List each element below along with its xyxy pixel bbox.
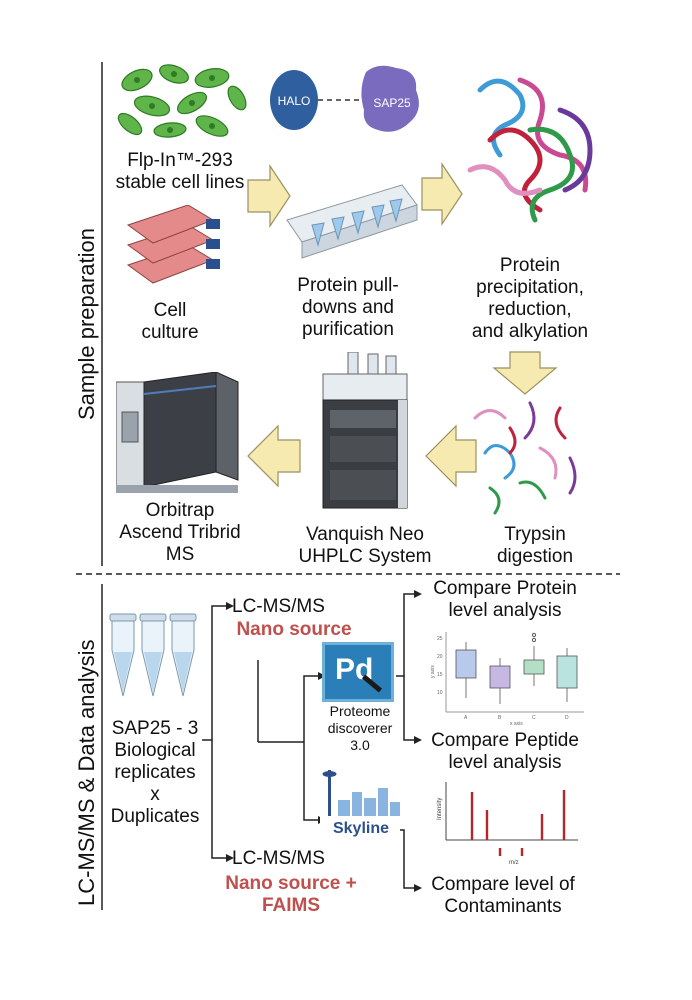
spectrum-ylabel: Intensity	[437, 798, 443, 820]
arrow-left-2	[247, 424, 301, 488]
sap25-label: SAP25	[373, 96, 411, 110]
halo-label: HALO	[277, 94, 311, 108]
box-ytick: 10	[437, 690, 443, 696]
spectrum-illustration: Intensity m/z	[437, 782, 578, 866]
arrow-down-1	[492, 351, 558, 395]
arrow-right-1	[247, 164, 291, 228]
orbitrap-icon	[116, 372, 239, 493]
box-ytick: 15	[437, 672, 443, 678]
skyline-logo	[320, 770, 400, 834]
boxplot-xlabel: x axis	[510, 721, 523, 727]
lcms-label-1: LC-MS/MS	[232, 596, 325, 617]
box-xtick: C	[532, 715, 536, 721]
halo-sap25-icon	[270, 65, 419, 132]
uhplc-icon	[322, 352, 408, 509]
nano-faims-label: Nano source +FAIMS	[225, 873, 357, 916]
proteome-discoverer-logo: Pd	[322, 642, 394, 702]
tube-rack-icon	[286, 184, 418, 259]
nano-source-label: Nano source	[236, 619, 352, 640]
replicate-tubes-icon	[109, 613, 197, 697]
cell-lines-icon	[117, 64, 247, 138]
boxplot-ylabel: y axis	[430, 665, 436, 678]
box-ytick: 25	[437, 636, 443, 642]
peptides-icon	[473, 401, 577, 515]
box-xtick: A	[464, 715, 468, 721]
skyline-label: Skyline	[332, 820, 390, 837]
box-ytick: 20	[437, 654, 443, 660]
lcms-label-2: LC-MS/MS	[232, 848, 325, 869]
culture-flask-icon	[126, 205, 220, 284]
box-xtick: B	[498, 715, 502, 721]
protein-tangle-icon	[467, 77, 593, 223]
box-xtick: D	[565, 715, 569, 721]
spectrum-xlabel: m/z	[509, 860, 519, 866]
boxplot-illustration: y axis x axis 10 15 20 25 A B C D	[430, 632, 584, 727]
arrow-right-2	[421, 162, 463, 226]
arrow-left-1	[425, 424, 477, 488]
